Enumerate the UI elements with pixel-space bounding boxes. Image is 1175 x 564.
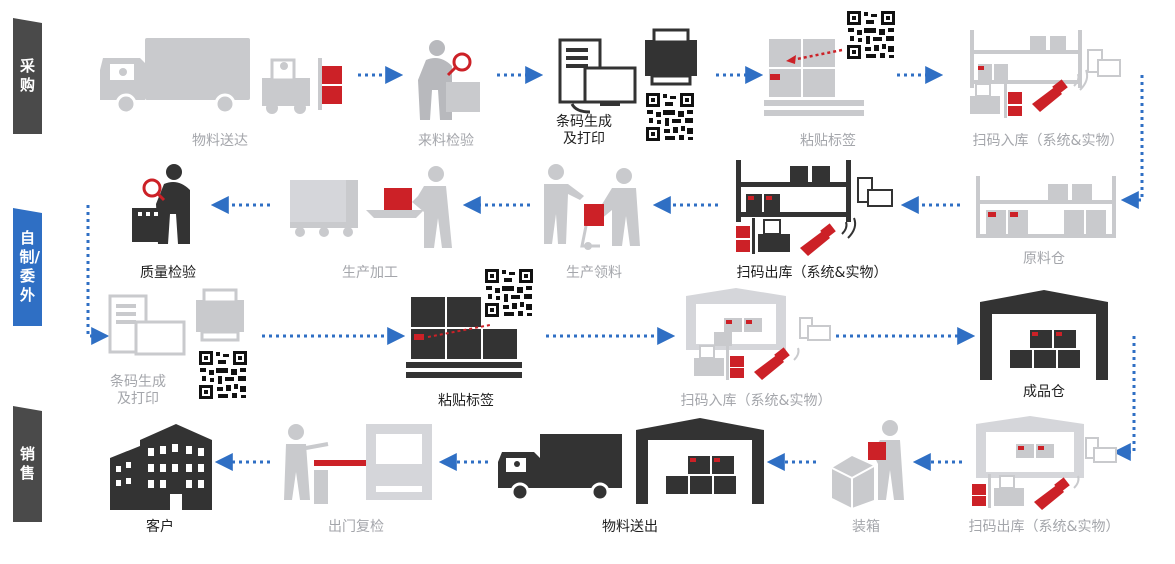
step-label-paste-1: 粘贴标签: [800, 133, 856, 149]
finished-goods-warehouse-icon: [980, 290, 1108, 380]
step-customer: 客户: [146, 519, 174, 535]
qr-code-icon: [645, 92, 695, 142]
qr-code-icon: [198, 350, 248, 400]
building-icon: [110, 424, 212, 510]
inspector-icon: [132, 164, 190, 244]
computer-printer-icon: [108, 288, 244, 356]
warehouse-icon: [976, 416, 1084, 478]
warehouse-icon: [686, 288, 786, 350]
sidebar-production-label: 自制/委外: [19, 229, 40, 304]
packing-worker-icon: [831, 420, 904, 508]
computer-printer-icon: [558, 28, 697, 114]
step-material-requisition: 生产领料: [566, 265, 622, 281]
barcode-scanner-icon: [1032, 49, 1121, 112]
step-raw-warehouse: 原料仓: [1023, 251, 1065, 267]
forklift-icon: [970, 83, 1022, 118]
inspector-icon: [418, 40, 480, 120]
pallet-boxes-icon: [406, 295, 522, 378]
forklift-icon: [262, 58, 342, 114]
step-incoming-inspection: 来料检验: [418, 133, 474, 149]
forklift-icon: [736, 218, 790, 254]
step-quality-inspection: 质量检验: [140, 265, 196, 281]
sidebar-purchase: 采购: [13, 18, 42, 134]
worker-icon: [412, 166, 452, 248]
forklift-icon: [972, 474, 1024, 508]
sidebar-purchase-label: 采购: [19, 57, 35, 94]
warehouse-icon: [636, 418, 764, 504]
step-scan-outbound-2: 扫码出库（系统&实物）: [968, 519, 1120, 535]
step-scan-inbound-2: 扫码入库（系统&实物）: [680, 393, 832, 409]
raw-material-shelf-icon: [976, 176, 1116, 238]
warehouse-shelf-icon: [736, 160, 851, 222]
step-barcode-print-1: 条码生成 及打印: [556, 114, 612, 147]
barcode-scanner-icon: [800, 177, 893, 256]
step-label-paste-2: 粘贴标签: [438, 393, 494, 409]
warehouse-shelf-icon: [970, 30, 1082, 88]
qr-code-icon: [484, 268, 534, 318]
sidebar-sales-label: 销售: [19, 445, 35, 482]
step-production-processing: 生产加工: [342, 265, 398, 281]
truck-icon: [498, 434, 622, 502]
exit-gate-icon: [284, 424, 432, 504]
step-barcode-print-2: 条码生成 及打印: [110, 374, 166, 407]
qr-code-icon: [846, 10, 896, 60]
step-material-dispatch: 物料送出: [602, 519, 658, 535]
conveyor-icon: [290, 180, 424, 237]
barcode-scanner-icon: [1034, 437, 1117, 510]
step-finished-warehouse: 成品仓: [1023, 384, 1065, 400]
step-scan-inbound-1: 扫码入库（系统&实物）: [972, 133, 1124, 149]
truck-icon: [100, 38, 250, 115]
forklift-icon: [694, 345, 744, 380]
step-scan-outbound-1: 扫码出库（系统&实物）: [736, 265, 888, 281]
material-handover-icon: [544, 164, 640, 250]
sidebar-sales: 销售: [13, 406, 42, 522]
pallet-boxes-icon: [764, 37, 864, 116]
barcode-scanner-icon: [754, 317, 831, 380]
sidebar-production: 自制/委外: [13, 208, 42, 326]
step-material-delivery: 物料送达: [192, 133, 248, 149]
step-exit-recheck: 出门复检: [328, 519, 384, 535]
step-packing: 装箱: [852, 519, 880, 535]
